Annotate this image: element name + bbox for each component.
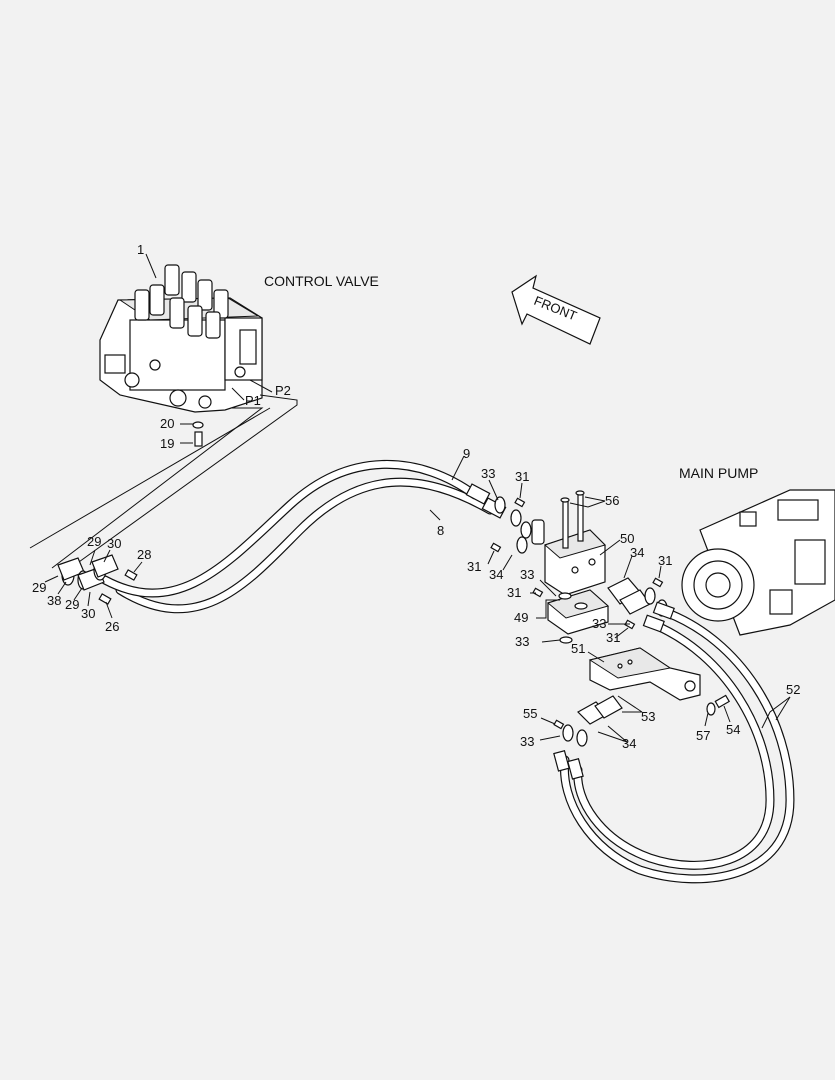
callout-33c: 33 xyxy=(515,634,529,649)
junction-block-50 xyxy=(531,519,606,596)
valve-spools xyxy=(134,264,229,339)
leader-9 xyxy=(451,455,465,481)
callout-9: 9 xyxy=(463,446,470,461)
control-valve xyxy=(99,264,263,413)
control-valve-title: CONTROL VALVE xyxy=(264,273,379,289)
callout-50: 50 xyxy=(620,531,634,546)
callout-54: 54 xyxy=(726,722,740,737)
callout-57: 57 xyxy=(696,728,710,743)
callout-8: 8 xyxy=(437,523,444,538)
o-ring-20 xyxy=(192,421,204,429)
callout-numbers: 33 31 56 31 34 50 34 31 33 31 49 33 33 3… xyxy=(32,466,800,751)
callout-31e: 31 xyxy=(606,630,620,645)
callout-20: 20 xyxy=(160,416,174,431)
callout-leaders xyxy=(44,479,791,743)
flanges-53 xyxy=(553,695,623,747)
callout-34b: 34 xyxy=(630,545,644,560)
callout-19: 19 xyxy=(160,436,174,451)
callout-26: 26 xyxy=(105,619,119,634)
port-p1: P1 xyxy=(245,393,261,408)
bolts-31 xyxy=(490,497,664,630)
callout-52: 52 xyxy=(786,682,800,697)
front-arrow-icon: FRONT xyxy=(511,274,601,345)
callout-31d: 31 xyxy=(507,585,521,600)
flanges-left xyxy=(57,554,138,605)
main-pump xyxy=(681,489,835,636)
leader-1 xyxy=(145,253,157,279)
callout-53: 53 xyxy=(641,709,655,724)
hose-fittings-upper xyxy=(465,483,532,554)
hose-52-ends xyxy=(553,601,675,780)
callout-56: 56 xyxy=(605,493,619,508)
callout-31a: 31 xyxy=(515,469,529,484)
callout-29b: 29 xyxy=(32,580,46,595)
p-port-leaders xyxy=(29,379,298,573)
callout-33b: 33 xyxy=(520,567,534,582)
main-pump-title: MAIN PUMP xyxy=(679,465,758,481)
callout-30a: 30 xyxy=(107,536,121,551)
bolts-56 xyxy=(560,490,585,549)
hose-52 xyxy=(559,607,795,884)
callout-1: 1 xyxy=(137,242,144,257)
callout-33a: 33 xyxy=(481,466,495,481)
callout-33e: 33 xyxy=(520,734,534,749)
callout-34c: 34 xyxy=(622,736,636,751)
callout-55: 55 xyxy=(523,706,537,721)
callout-49: 49 xyxy=(514,610,528,625)
bolt-54 xyxy=(706,694,731,716)
callout-51: 51 xyxy=(571,641,585,656)
callout-33d: 33 xyxy=(592,616,606,631)
port-p2: P2 xyxy=(275,383,291,398)
junction-block-49 xyxy=(546,589,610,644)
callout-38: 38 xyxy=(47,593,61,608)
callout-29a: 29 xyxy=(87,534,101,549)
callout-29c: 29 xyxy=(65,597,79,612)
hose-8-9 xyxy=(100,459,495,614)
callout-30b: 30 xyxy=(81,606,95,621)
bracket-51 xyxy=(588,647,701,701)
callout-28: 28 xyxy=(137,547,151,562)
leader-8 xyxy=(429,509,441,521)
callout-34a: 34 xyxy=(489,567,503,582)
callout-31c: 31 xyxy=(658,553,672,568)
callout-31b: 31 xyxy=(467,559,481,574)
bolt-19 xyxy=(194,431,203,447)
